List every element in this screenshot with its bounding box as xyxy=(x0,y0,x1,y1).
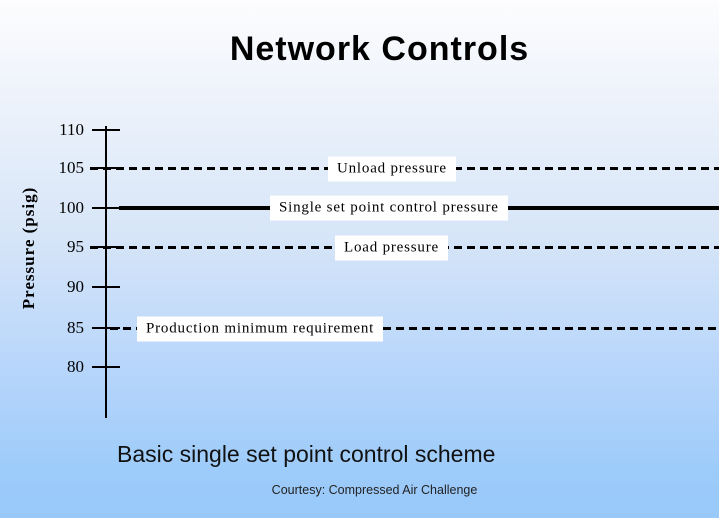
y-tick-85 xyxy=(92,327,120,329)
unload-pressure-label: Unload pressure xyxy=(328,156,456,182)
production-minimum-label: Production minimum requirement xyxy=(137,316,384,342)
y-tick-label-95: 95 xyxy=(67,237,84,256)
y-tick-label-80: 80 xyxy=(67,357,84,376)
y-tick-label-105: 105 xyxy=(58,158,85,177)
set-point-pressure-label: Single set point control pressure xyxy=(270,195,508,221)
y-axis-line xyxy=(105,126,107,418)
y-tick-label-100: 100 xyxy=(58,198,85,217)
y-axis-title: Pressure (psig) xyxy=(19,186,38,310)
y-tick-110 xyxy=(92,129,120,131)
courtesy-credit: Courtesy: Compressed Air Challenge xyxy=(271,483,478,497)
y-tick-label-110: 110 xyxy=(59,120,84,139)
production-minimum-line xyxy=(110,327,719,330)
load-pressure-label: Load pressure xyxy=(335,235,448,261)
slide-title: Network Controls xyxy=(229,30,530,68)
y-tick-label-85: 85 xyxy=(67,318,84,337)
y-tick-80 xyxy=(92,366,120,368)
y-tick-label-90: 90 xyxy=(67,277,84,296)
y-tick-100 xyxy=(92,207,120,209)
y-tick-90 xyxy=(92,286,120,288)
chart-caption: Basic single set point control scheme xyxy=(117,441,496,467)
